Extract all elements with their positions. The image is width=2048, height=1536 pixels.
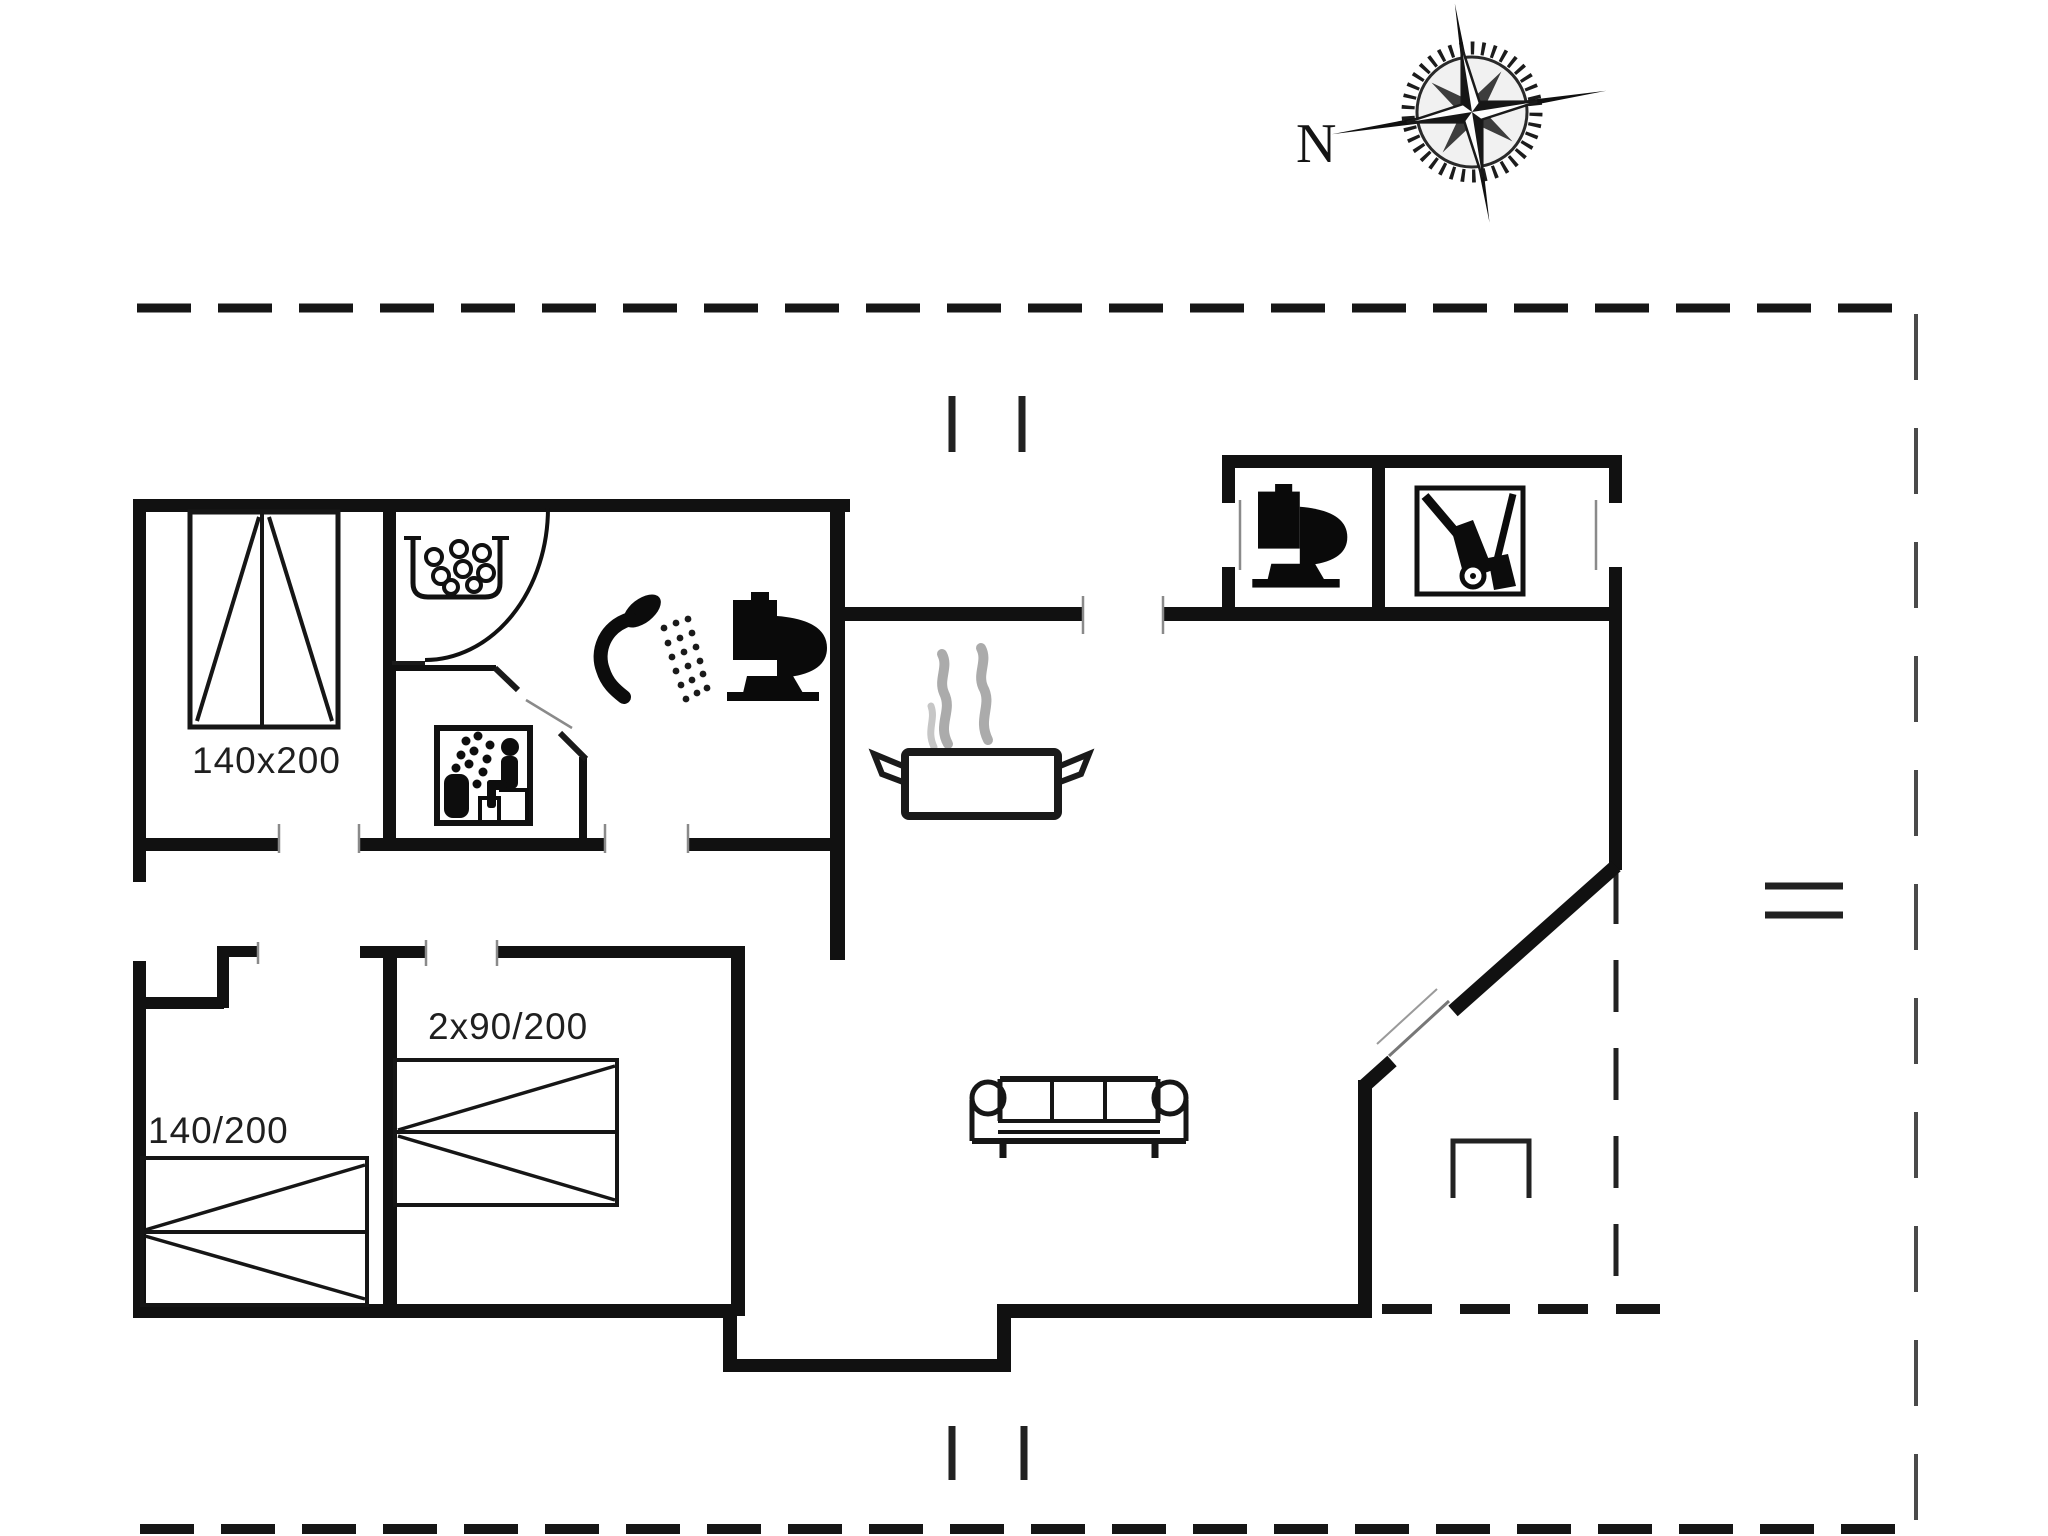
- pot-body: [901, 748, 1062, 820]
- wall-segment: [140, 997, 224, 1009]
- sauna-frame: [434, 725, 533, 826]
- wall-segment: [383, 505, 396, 838]
- sauna-bench: [478, 788, 529, 820]
- plot-boundary: [137, 303, 1918, 1534]
- wall-segment: [830, 505, 845, 960]
- bed-duvet-line: [397, 1064, 616, 1132]
- sauna-heater: [444, 774, 469, 818]
- compass-north-label: N: [1296, 113, 1337, 175]
- wall-segment: [133, 1304, 737, 1318]
- pot-handle-right: [1058, 748, 1095, 785]
- cooking-pot-icon: [868, 748, 1095, 820]
- wall-segment: [997, 1304, 1372, 1318]
- cleaning-equipment-icon: [1414, 485, 1526, 597]
- pot-handle-left: [868, 748, 905, 785]
- wall-segment: [689, 838, 831, 851]
- wall-diagonal-stub: [1358, 1055, 1397, 1093]
- wall-segment: [723, 1359, 1011, 1372]
- wall-diagonal-thin: [492, 665, 521, 693]
- wall-segment: [997, 1304, 1011, 1372]
- broom-handle: [1493, 493, 1517, 561]
- stones: [424, 539, 496, 596]
- wall-segment: [498, 946, 732, 958]
- closet-frame: [1414, 485, 1526, 597]
- steam-icon: [927, 643, 993, 751]
- wall-segment: [140, 838, 278, 851]
- steam-squiggle: [937, 649, 953, 749]
- walls: [133, 455, 1622, 1372]
- shower-spray: [660, 615, 711, 703]
- bed-size-label-140x200: 140x200: [192, 740, 341, 781]
- grill-icon: [1450, 1138, 1532, 1198]
- wall-segment: [723, 1304, 737, 1372]
- sofa-arm-outer: [969, 1100, 1189, 1141]
- terrace-door-line: [1387, 999, 1451, 1058]
- broom-head: [1488, 554, 1516, 590]
- sofa-arm-left: [969, 1079, 1007, 1117]
- bed-duvet-line: [267, 516, 334, 722]
- wall-segment: [1372, 455, 1385, 621]
- wall-segment: [1164, 607, 1228, 621]
- bed-duvet-line: [144, 1163, 366, 1232]
- wall-segment: [217, 946, 257, 957]
- wall-segment: [360, 838, 604, 851]
- door-swing-arc: [424, 507, 550, 662]
- stones-bowl: [410, 536, 503, 600]
- wall-segment: [133, 499, 146, 882]
- wall-segment: [843, 607, 1083, 621]
- wall-segment-thin: [579, 757, 587, 839]
- double-bed-2x90-icon: [393, 1058, 619, 1207]
- wall-segment: [1222, 567, 1235, 621]
- sofa-arm-right: [1151, 1079, 1189, 1117]
- compass-star-shade: [1472, 112, 1483, 178]
- wall-segment: [133, 961, 146, 1318]
- bed-size-label-140-200: 140/200: [148, 1110, 289, 1151]
- door-jambs: [256, 500, 1598, 966]
- vacuum-body: [1451, 520, 1493, 580]
- wall-segment: [731, 946, 745, 1316]
- steam-squiggle: [976, 643, 993, 745]
- access-markers: [948, 396, 1843, 1480]
- wall-segment: [383, 946, 397, 1318]
- compass-rose-icon: [1331, 3, 1607, 223]
- wall-diagonal-thin: [557, 730, 589, 762]
- sauna-stones-icon: [404, 536, 509, 600]
- vacuum-wheel-hub: [1470, 573, 1476, 579]
- wall-segment: [1222, 455, 1622, 468]
- sauna-person: [487, 738, 519, 808]
- terrace-outline: [1382, 872, 1660, 1314]
- double-bed-icon: [187, 509, 341, 730]
- sofa-back-sides: [997, 1079, 1161, 1121]
- single-bed-icon: [140, 1156, 369, 1307]
- sauna-steam-dots: [451, 731, 495, 789]
- steam-squiggle-light: [927, 702, 938, 751]
- wall-diagonal: [1448, 860, 1621, 1017]
- wall-segment: [1222, 607, 1622, 621]
- compass-star-shade: [1461, 46, 1472, 112]
- shower-icon: [593, 594, 711, 704]
- sauna-door-area: [392, 507, 589, 762]
- door-leaf-line: [525, 698, 573, 730]
- wall-segment: [1358, 1080, 1372, 1316]
- annex-toilet-icon: [1252, 484, 1348, 588]
- wall-segment: [217, 946, 229, 1008]
- bed-duvet-line: [195, 516, 261, 722]
- sofa-legs: [999, 1141, 1159, 1158]
- toilet-icon: [727, 592, 827, 701]
- terrace-door: [1376, 988, 1451, 1058]
- wall-segment: [1609, 455, 1622, 503]
- bed-duvet-line: [397, 1134, 616, 1202]
- wall-segment: [1609, 607, 1622, 870]
- terrace-door-line: [1376, 988, 1438, 1045]
- bed-duvet-line: [144, 1234, 366, 1301]
- bed-size-label-2x90-200: 2x90/200: [428, 1006, 589, 1047]
- shower-arm: [593, 612, 637, 704]
- sofa-icon: [969, 1076, 1189, 1158]
- wall-segment: [1222, 455, 1235, 503]
- wall-segment: [133, 499, 850, 512]
- diagonal-walls: [1358, 860, 1621, 1093]
- sauna-icon: [434, 725, 533, 826]
- wall-segment-thin: [392, 665, 496, 671]
